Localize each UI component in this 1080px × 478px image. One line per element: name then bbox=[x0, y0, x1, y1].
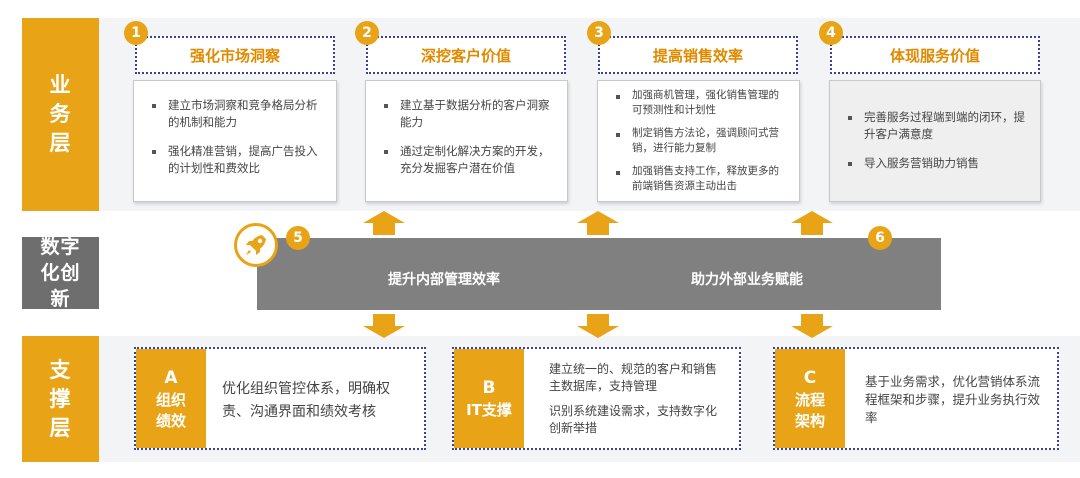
card-content-market-insight: 建立市场洞察和竞争格局分析的机制和能力 强化精准营销，提高广告投入的计划性和费效… bbox=[133, 80, 337, 202]
support-tag-a: A 组织绩效 bbox=[136, 349, 206, 448]
support-text-line: 建立统一的、规范的客户和销售主数据库，支持管理 bbox=[549, 362, 718, 393]
card-content-service-value: 完善服务过程端到端的闭环，提升客户满意度 导入服务营销助力销售 bbox=[829, 80, 1041, 202]
support-letter-c: C bbox=[803, 367, 817, 388]
support-text-line: 优化组织管控体系，明确权责、沟通界面和绩效考核 bbox=[222, 381, 390, 420]
support-tag-b: B IT支撑 bbox=[454, 349, 524, 448]
step-number-4: 4 bbox=[819, 21, 843, 45]
external-enablement-text: 助力外部业务赋能 bbox=[691, 272, 803, 288]
support-name-b: IT支撑 bbox=[466, 401, 512, 419]
step-number-6: 6 bbox=[868, 226, 892, 250]
step-number-5: 5 bbox=[286, 226, 310, 250]
support-text-line: 基于业务需求，优化营销体系流程框架和步骤，提升业务执行效率 bbox=[865, 374, 1041, 425]
list-item: 建立基于数据分析的客户洞察能力 bbox=[380, 97, 555, 131]
support-name-c: 流程架构 bbox=[794, 390, 825, 430]
support-text-a: 优化组织管控体系，明确权责、沟通界面和绩效考核 bbox=[222, 378, 414, 424]
support-text-c: 基于业务需求，优化营销体系流程框架和步骤，提升业务执行效率 bbox=[865, 373, 1045, 427]
card-content-sales-efficiency: 加强商机管理，强化销售管理的可预测性和计划性 制定销售方法论，强调顾问式营销，进… bbox=[597, 80, 800, 202]
digital-innovation-bar: 提升内部管理效率 助力外部业务赋能 bbox=[257, 238, 941, 310]
internal-efficiency-text: 提升内部管理效率 bbox=[388, 272, 500, 288]
list-item: 加强销售支持工作，释放更多的前端销售资源主动出击 bbox=[612, 164, 787, 194]
rocket-glyph-icon bbox=[246, 235, 266, 255]
list-item: 强化精准营销，提高广告投入的计划性和费效比 bbox=[148, 143, 324, 177]
business-layer-text: 业务层 bbox=[49, 73, 72, 155]
card-title-sales-efficiency: 提高销售效率 bbox=[598, 36, 798, 74]
list-item: 导入服务营销助力销售 bbox=[844, 155, 1028, 172]
support-name-a: 组织绩效 bbox=[155, 390, 186, 430]
card-content-customer-value: 建立基于数据分析的客户洞察能力 通过定制化解决方案的开发，充分发掘客户潜在价值 bbox=[365, 80, 568, 202]
down-arrow-icon bbox=[577, 314, 619, 338]
digital-layer-label: 数字化创新 bbox=[22, 236, 99, 310]
down-arrow-icon bbox=[791, 314, 833, 338]
up-arrow-icon bbox=[791, 211, 833, 235]
card-title-service-value: 体现服务价值 bbox=[830, 36, 1040, 74]
support-tag-c: C 流程架构 bbox=[775, 349, 845, 448]
support-layer-text: 支撑层 bbox=[49, 357, 72, 440]
list-item: 制定销售方法论，强调顾问式营销，进行能力复制 bbox=[612, 126, 787, 156]
support-text-line: 识别系统建设需求，支持数字化创新举措 bbox=[549, 404, 718, 435]
step-number-3: 3 bbox=[587, 21, 611, 45]
list-item: 加强商机管理，强化销售管理的可预测性和计划性 bbox=[612, 88, 787, 118]
rocket-icon bbox=[234, 223, 278, 267]
list-item: 完善服务过程端到端的闭环，提升客户满意度 bbox=[844, 109, 1028, 143]
support-letter-a: A bbox=[164, 367, 178, 388]
card-title-market-insight: 强化市场洞察 bbox=[135, 36, 335, 74]
business-layer-label: 业务层 bbox=[22, 18, 99, 211]
down-arrow-icon bbox=[363, 314, 405, 338]
digital-layer-text: 数字化创新 bbox=[40, 236, 81, 310]
card-title-customer-value: 深挖客户价值 bbox=[366, 36, 566, 74]
support-text-b: 建立统一的、规范的客户和销售主数据库，支持管理 识别系统建设需求，支持数字化创新… bbox=[549, 361, 725, 437]
step-number-2: 2 bbox=[355, 21, 379, 45]
step-number-1: 1 bbox=[124, 21, 148, 45]
support-letter-b: B bbox=[482, 378, 496, 398]
list-item: 通过定制化解决方案的开发，充分发掘客户潜在价值 bbox=[380, 143, 555, 177]
up-arrow-icon bbox=[577, 211, 619, 235]
list-item: 建立市场洞察和竞争格局分析的机制和能力 bbox=[148, 97, 324, 131]
support-layer-label: 支撑层 bbox=[22, 336, 99, 462]
up-arrow-icon bbox=[363, 211, 405, 235]
